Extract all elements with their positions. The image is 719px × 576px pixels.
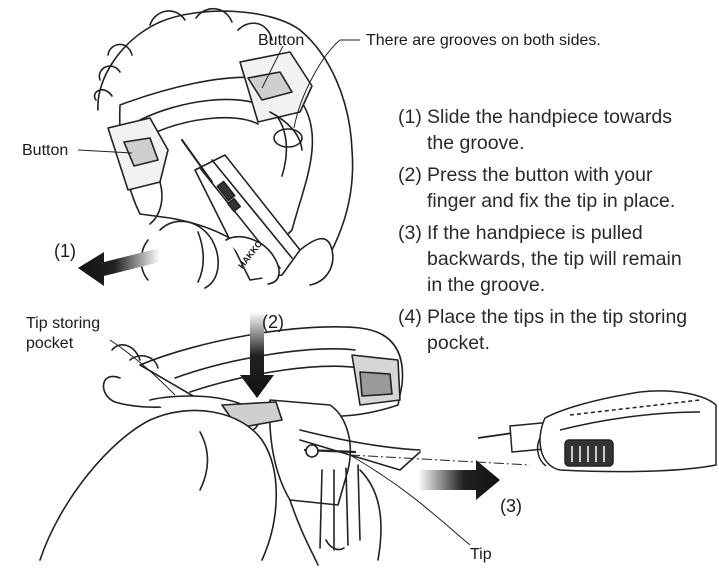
- step-1-line-2: the groove.: [427, 132, 525, 154]
- arrow-3-label: (3): [500, 496, 522, 516]
- step-2-number: (2): [398, 164, 422, 186]
- arrow-2-label: (2): [262, 312, 284, 332]
- arrow-1: [78, 248, 160, 286]
- step-3: (3) If the handpiece is pulled backwards…: [398, 220, 716, 298]
- step-4-text: Place the tips in the tip storing pocket…: [427, 304, 716, 356]
- step-3-line-1: If the handpiece is pulled: [427, 222, 643, 244]
- step-2-line-1: Press the button with your: [427, 164, 653, 186]
- step-1-text: Slide the handpiece towards the groove.: [427, 104, 716, 156]
- step-3-line-3: in the groove.: [427, 274, 546, 296]
- instruction-steps: (1) Slide the handpiece towards the groo…: [398, 104, 716, 362]
- step-3-number: (3): [398, 222, 422, 244]
- step-4-number: (4): [398, 306, 422, 328]
- top-illustration-hand-and-holder: [93, 7, 354, 289]
- step-2-line-2: finger and fix the tip in place.: [427, 190, 676, 212]
- arrow-1-label: (1): [54, 241, 76, 261]
- leader-lines-bottom: [109, 339, 471, 546]
- step-2-text: Press the button with your finger and fi…: [427, 162, 716, 214]
- step-4: (4) Place the tips in the tip storing po…: [398, 304, 716, 356]
- tip-storing-pocket-label-line2: pocket: [26, 335, 74, 352]
- leader-lines-top: [77, 39, 360, 154]
- tip-axis-line: [349, 454, 531, 466]
- step-3-line-2: backwards, the tip will remain: [427, 248, 682, 270]
- handpiece-removed: [477, 390, 717, 473]
- step-1-number: (1): [398, 106, 422, 128]
- step-2: (2) Press the button with your finger an…: [398, 162, 716, 214]
- arrow-3: [418, 460, 500, 500]
- step-1-line-1: Slide the handpiece towards: [427, 106, 672, 128]
- tip-storing-pocket-label-line1: Tip storing: [26, 315, 101, 332]
- button-label-left: Button: [22, 142, 69, 159]
- arrow-2: [240, 312, 274, 398]
- step-4-line-1: Place the tips in the tip storing: [427, 306, 688, 328]
- step-3-text: If the handpiece is pulled backwards, th…: [427, 220, 716, 298]
- step-4-line-2: pocket.: [427, 332, 490, 354]
- step-1: (1) Slide the handpiece towards the groo…: [398, 104, 716, 156]
- grooves-note-label: There are grooves on both sides.: [366, 32, 601, 49]
- button-label-top: Button: [258, 32, 305, 49]
- tip-label: Tip: [470, 546, 492, 563]
- bottom-illustration-hand-and-pocket: [39, 326, 421, 566]
